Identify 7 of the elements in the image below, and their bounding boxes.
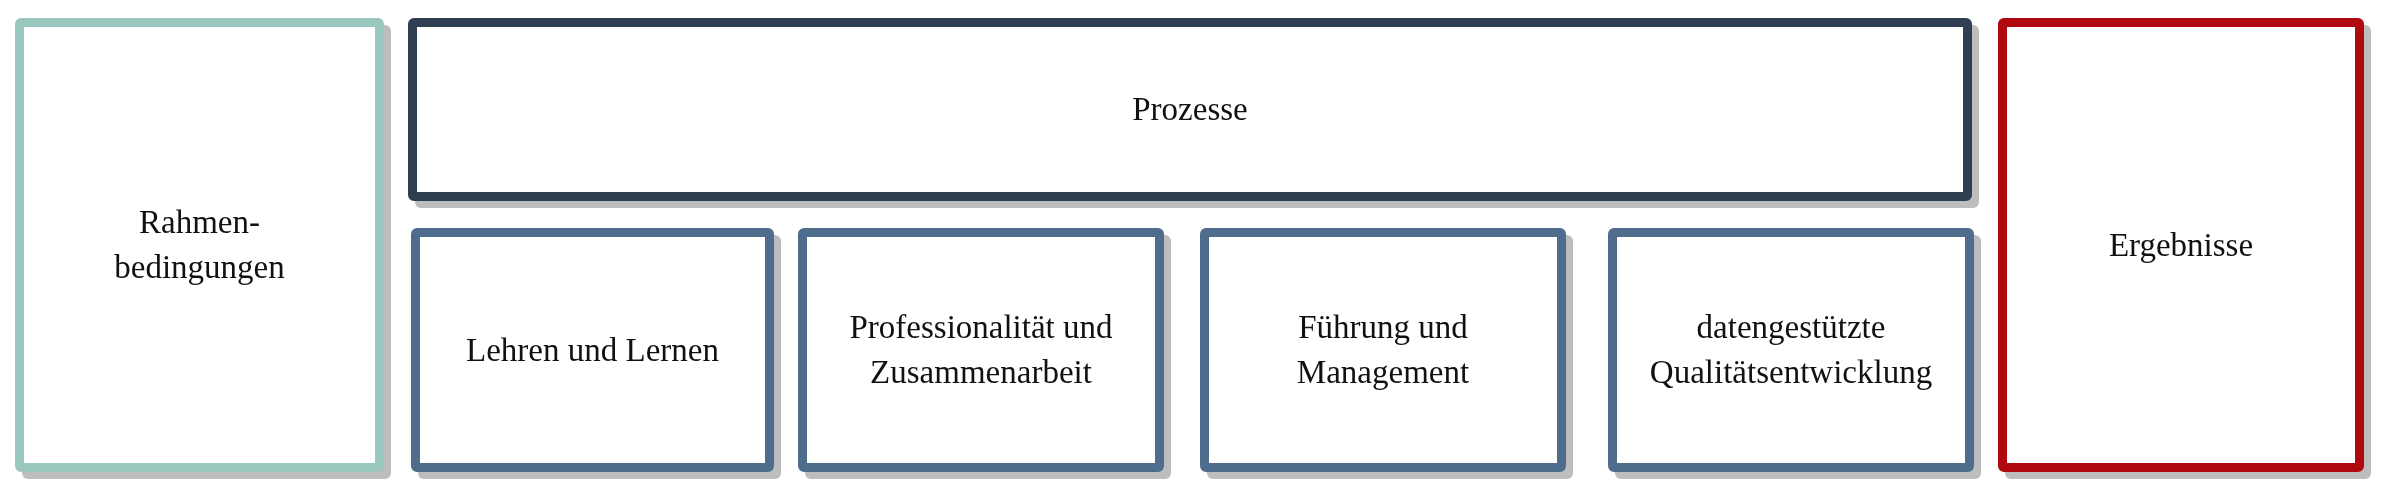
box-label: Ergebnisse	[2108, 225, 2254, 265]
box-label: Rahmen- bedingungen	[113, 203, 286, 287]
box-label: Professionalität und Zusammenarbeit	[848, 308, 1114, 392]
box-label: Prozesse	[1132, 90, 1248, 130]
box-label: Führung und Management	[1295, 308, 1471, 392]
box-label: datengestützte Qualitätsentwicklung	[1648, 308, 1934, 392]
box-label: Lehren und Lernen	[466, 330, 719, 370]
